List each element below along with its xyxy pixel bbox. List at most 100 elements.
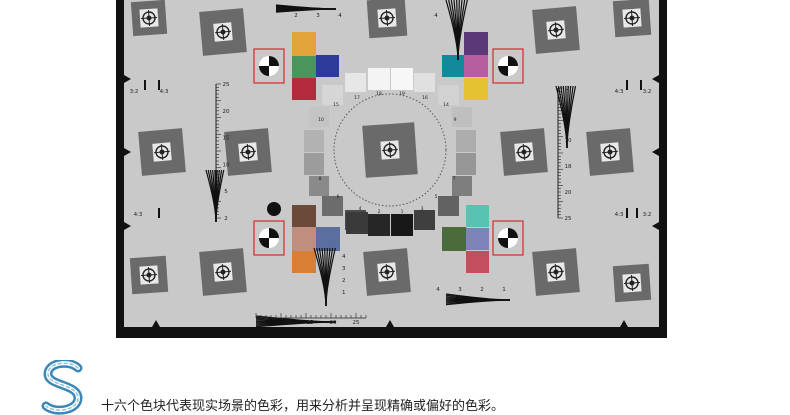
test-tile xyxy=(138,128,186,176)
ring-label: 5 xyxy=(435,194,438,200)
ring-label: 1 xyxy=(401,209,404,215)
aspect-bar xyxy=(144,80,146,90)
gray-patch xyxy=(309,107,329,127)
ring-label: 15 xyxy=(333,102,339,108)
color-patch xyxy=(316,227,340,251)
wedge-label: 1 xyxy=(502,287,506,293)
test-tile xyxy=(612,263,652,303)
edge-arrow xyxy=(652,222,659,230)
bottom-scale-label: 20 xyxy=(330,320,337,326)
target-vline xyxy=(246,143,250,161)
disc-quarter xyxy=(498,238,508,248)
scale-label: 15 xyxy=(223,136,230,142)
wedge-label: 4 xyxy=(342,254,346,260)
ring-label: 7 xyxy=(453,176,456,182)
gray-patch xyxy=(414,73,435,92)
scale-label: 2 xyxy=(224,216,228,222)
aspect-label: 3:2 xyxy=(643,212,652,218)
gray-patch xyxy=(322,196,343,216)
test-tile xyxy=(366,0,408,39)
highlight-box xyxy=(492,220,524,256)
test-tile xyxy=(612,0,652,38)
aspect-bar xyxy=(158,80,160,90)
wedge-label: 2 xyxy=(480,287,484,293)
edge-arrow xyxy=(152,320,160,327)
target-vline xyxy=(608,143,612,161)
top-h-wedge xyxy=(275,4,337,13)
target-vline xyxy=(388,141,392,159)
edge-arrow xyxy=(124,222,131,230)
aspect-bar xyxy=(626,80,628,90)
gray-patch xyxy=(452,107,472,127)
bottom-scale-label: 25 xyxy=(353,320,360,326)
target-vline xyxy=(522,143,526,161)
aspect-bar xyxy=(626,208,628,218)
ring-label: 10 xyxy=(318,117,324,123)
top-wedge xyxy=(445,0,468,61)
disc-quarter xyxy=(508,56,518,66)
wedge-line xyxy=(325,247,336,307)
highlight-box xyxy=(253,48,285,84)
edge-arrow xyxy=(620,320,628,327)
edge-arrow xyxy=(386,320,394,327)
scale-label: 25 xyxy=(223,82,230,88)
wedge-line xyxy=(445,299,511,306)
target-vline xyxy=(147,9,151,27)
test-tile xyxy=(500,128,548,176)
color-patch xyxy=(292,56,316,78)
color-patch xyxy=(292,205,316,227)
wedge-label: 2 xyxy=(342,278,346,284)
aspect-label: 3:2 xyxy=(130,89,139,95)
test-tile xyxy=(532,6,580,54)
target-vline xyxy=(554,263,558,281)
test-tile xyxy=(129,255,169,295)
target-vline xyxy=(630,9,634,27)
wedge-label: 1 xyxy=(342,290,346,296)
ring-label: 2 xyxy=(378,209,381,215)
gray-patch xyxy=(391,214,413,236)
ring-label: 3 xyxy=(421,206,424,212)
ring-guide xyxy=(333,93,447,207)
disc-quarter xyxy=(508,228,518,238)
disc-quarter xyxy=(269,228,279,238)
gray-patch xyxy=(391,68,413,90)
scale-label: 25 xyxy=(565,216,572,222)
target-vline xyxy=(160,143,164,161)
scale-label: 18 xyxy=(565,164,572,170)
top-wedge-label: 3 xyxy=(316,13,320,19)
wedge-label: 3 xyxy=(342,266,346,272)
ring-label: 8 xyxy=(319,176,322,182)
scale-label: 20 xyxy=(565,190,572,196)
ring-label: 17 xyxy=(354,95,360,101)
color-patch xyxy=(464,32,488,56)
color-patch xyxy=(292,227,316,251)
wedge-line xyxy=(566,85,577,149)
test-tile xyxy=(199,248,247,296)
test-tile xyxy=(532,248,580,296)
disc-quarter xyxy=(498,66,508,76)
color-patch xyxy=(464,55,488,77)
disc-quarter xyxy=(269,56,279,66)
test-tile xyxy=(199,8,247,56)
ring-label: 18 xyxy=(376,91,382,97)
gray-patch xyxy=(456,130,476,152)
wedge-line xyxy=(457,0,468,61)
color-patch xyxy=(292,32,316,56)
ring-label: 14 xyxy=(443,102,449,108)
bottom-left-wedge xyxy=(313,247,336,307)
gray-patch xyxy=(309,176,329,196)
bottom-scale-label: 5 xyxy=(262,320,266,326)
scale-label: 10 xyxy=(565,138,572,144)
scale-label: 2 xyxy=(566,86,570,92)
caption-text: 十六个色块代表现实场景的色彩，用来分析并呈现精确或偏好的色彩。 xyxy=(101,399,505,414)
top-wedge-label: 4 xyxy=(338,13,342,19)
s-logo-icon xyxy=(41,360,83,415)
aspect-bar xyxy=(640,80,642,90)
test-tile xyxy=(586,128,634,176)
wedge-label: 4 xyxy=(436,287,440,293)
color-patch xyxy=(292,251,316,273)
test-tile xyxy=(362,122,418,178)
bottom-scale-wedge xyxy=(255,315,337,328)
ring-label: 16 xyxy=(422,95,428,101)
gray-patch xyxy=(452,176,472,196)
